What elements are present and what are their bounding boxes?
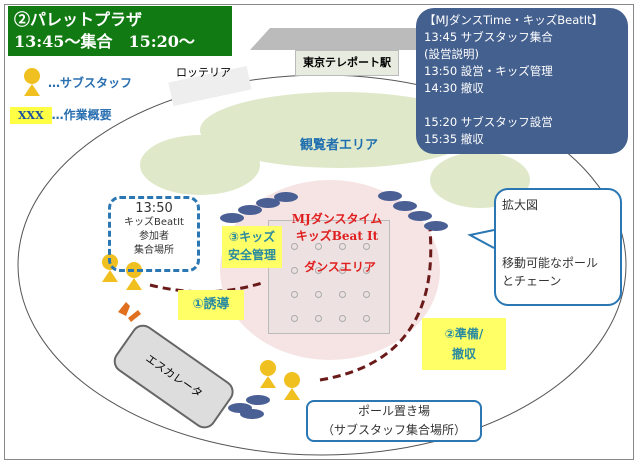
floor-marker bbox=[291, 315, 298, 322]
dance-area bbox=[268, 220, 390, 334]
meeting-point-box: 13:50 キッズBeatIt 参加者 集合場所 bbox=[108, 196, 200, 272]
legend-task: XXX…作業概要 bbox=[10, 104, 112, 124]
legend-swatch: XXX bbox=[10, 107, 52, 124]
schedule-box: 【MJダンスTime・キッズBeatIt】 13:45 サブスタッフ集合 (設営… bbox=[416, 8, 628, 154]
pole-storage-label: ポール置き場 bbox=[357, 404, 430, 418]
lotteria-label: ロッテリア bbox=[176, 66, 231, 79]
floor-marker bbox=[291, 243, 298, 250]
floor-marker bbox=[339, 315, 346, 322]
meeting-line: 集合場所 bbox=[134, 245, 174, 256]
legend-task-label: …作業概要 bbox=[51, 108, 112, 122]
station-arrow bbox=[250, 28, 470, 50]
cloud-area bbox=[200, 92, 480, 168]
floor-marker bbox=[363, 315, 370, 322]
floor-marker bbox=[339, 243, 346, 250]
floor-marker bbox=[363, 267, 370, 274]
zoom-line: 移動可能なポール bbox=[502, 256, 599, 270]
pole-storage-box: ポール置き場 （サブスタッフ集合場所） bbox=[306, 400, 482, 442]
task-1: ①誘導 bbox=[178, 290, 244, 320]
schedule-line: 15:35 撤収 bbox=[424, 132, 484, 146]
schedule-header: 【MJダンスTime・キッズBeatIt】 bbox=[424, 13, 604, 27]
dance-title: MJダンスタイムキッズBeat It bbox=[291, 212, 383, 243]
floor-marker bbox=[339, 267, 346, 274]
zoom-line: とチェーン bbox=[502, 274, 562, 288]
viewer-area-label: 観覧者エリア bbox=[300, 138, 379, 153]
poles bbox=[220, 191, 448, 419]
legend-staff: …サブスタッフ bbox=[48, 76, 133, 90]
floor-marker bbox=[363, 243, 370, 250]
dance-area-label: ダンスエリア bbox=[304, 260, 376, 274]
floor-marker bbox=[315, 291, 322, 298]
task-3: ③キッズ安全管理 bbox=[222, 226, 282, 268]
floor-marker bbox=[363, 291, 370, 298]
floor-marker bbox=[291, 291, 298, 298]
floor-marker bbox=[315, 243, 322, 250]
schedule-line: 14:30 撤収 bbox=[424, 81, 484, 95]
zoom-callout: 拡大図 移動可能なポール とチェーン bbox=[494, 188, 622, 306]
diagram-frame bbox=[4, 4, 634, 460]
floor-marker bbox=[315, 267, 322, 274]
task-2: ②準備/撤収 bbox=[422, 318, 506, 370]
pole-storage-sub: （サブスタッフ集合場所） bbox=[321, 423, 466, 437]
schedule-line: 15:20 サブスタッフ設営 bbox=[424, 115, 553, 129]
meeting-line: 参加者 bbox=[139, 231, 169, 242]
station-label: 東京テレポート駅 bbox=[295, 50, 399, 76]
meeting-time: 13:50 bbox=[135, 201, 173, 216]
meeting-line: キッズBeatIt bbox=[124, 217, 184, 228]
schedule-line: 13:45 サブスタッフ集合 bbox=[424, 30, 553, 44]
floor-marker bbox=[315, 315, 322, 322]
schedule-line: 13:50 設営・キッズ管理 bbox=[424, 64, 553, 78]
floor-marker bbox=[291, 267, 298, 274]
floor-marker bbox=[339, 291, 346, 298]
zoom-title: 拡大図 bbox=[502, 198, 539, 212]
schedule-line: (設営説明) bbox=[424, 47, 479, 61]
